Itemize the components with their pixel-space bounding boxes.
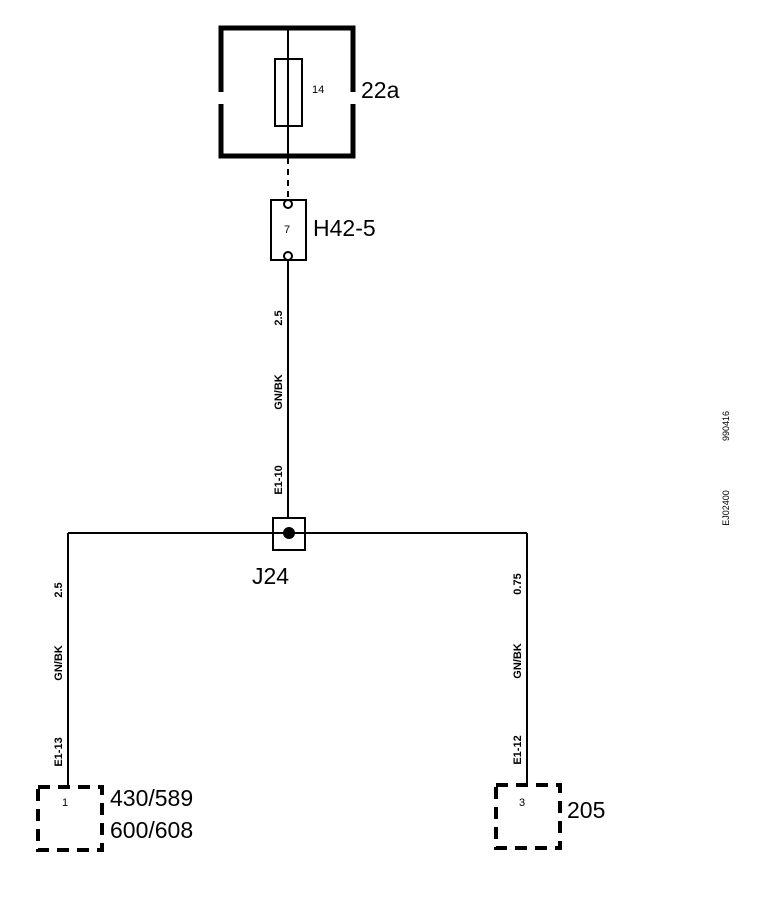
component-left: 1 430/589 600/608 bbox=[36, 785, 193, 852]
component-right-pin: 3 bbox=[519, 797, 525, 809]
wire-left-color: GN/BK bbox=[53, 645, 65, 681]
wire-left-id: E1-13 bbox=[53, 737, 65, 766]
wire-right-color: GN/BK bbox=[512, 643, 524, 679]
component-right-label: 205 bbox=[567, 797, 605, 823]
connector-top-terminal bbox=[283, 199, 293, 209]
side-code-2: EJ02400 bbox=[721, 490, 731, 526]
connector-label: H42-5 bbox=[313, 215, 376, 241]
wire-main-id: E1-10 bbox=[273, 465, 285, 494]
component-left-box bbox=[36, 785, 104, 852]
fuse-number: 14 bbox=[312, 84, 324, 96]
component-left-label-2: 600/608 bbox=[110, 817, 193, 843]
fuse-box-label: 22a bbox=[361, 77, 400, 103]
component-left-label-1: 430/589 bbox=[110, 785, 193, 811]
side-code-1: 990416 bbox=[721, 411, 731, 441]
connector-pin-number: 7 bbox=[284, 224, 290, 236]
wire-left-size: 2.5 bbox=[53, 582, 65, 597]
connector-bottom-terminal bbox=[283, 251, 293, 261]
connector-body bbox=[270, 199, 307, 261]
fuse-box: 14 22a bbox=[218, 25, 400, 159]
component-right-box bbox=[494, 783, 562, 850]
component-right: 3 205 bbox=[494, 783, 605, 850]
wire-main-color: GN/BK bbox=[273, 374, 285, 410]
component-left-pin: 1 bbox=[62, 797, 68, 809]
wire-right-id: E1-12 bbox=[512, 735, 524, 764]
junction-j24: J24 bbox=[68, 517, 527, 589]
junction-label: J24 bbox=[252, 563, 289, 589]
junction-dot bbox=[283, 527, 295, 539]
wire-main-size: 2.5 bbox=[273, 310, 285, 325]
wire-right-size: 0.75 bbox=[512, 573, 524, 594]
connector-h42-5: 7 H42-5 bbox=[270, 199, 376, 261]
